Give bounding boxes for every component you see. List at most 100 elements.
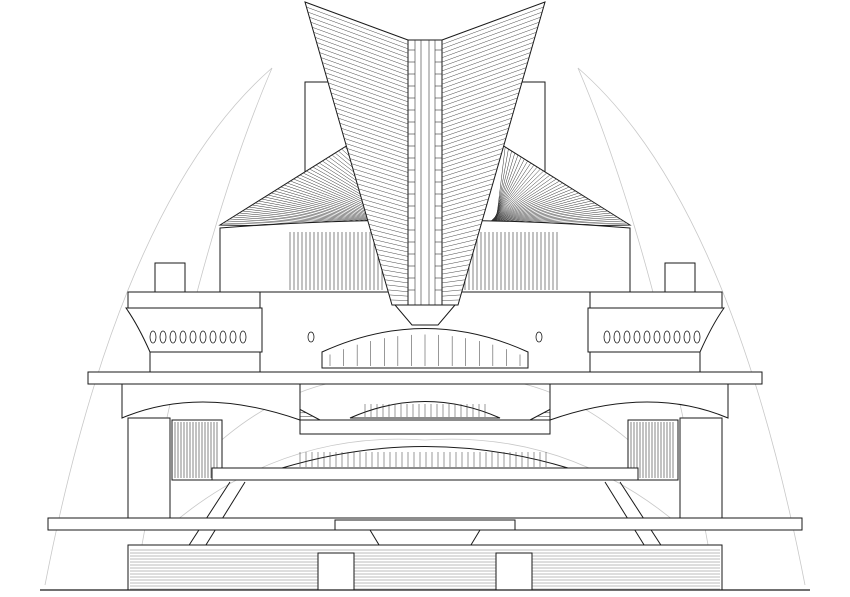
roof-hatch-line <box>495 147 505 228</box>
arch-upper-ribs <box>365 404 485 417</box>
spire-hatch-line <box>442 138 506 159</box>
spire-hatch-line <box>442 224 481 234</box>
oculus-left <box>308 332 314 342</box>
spire-hatch-line <box>442 123 510 146</box>
porthole-window <box>180 331 186 343</box>
plinth <box>128 545 722 590</box>
spire-hatch-line <box>312 27 408 62</box>
door-right <box>496 553 532 590</box>
middle-deck <box>212 420 638 480</box>
base-deck <box>48 518 802 590</box>
spire-hatch-line <box>321 58 408 89</box>
spire-mast-ribs <box>408 40 442 305</box>
spire-hatch-line <box>442 164 499 182</box>
spire-hatch-line <box>376 249 408 256</box>
lower-deck-slab <box>212 468 638 480</box>
spire-hatch-line <box>362 199 408 212</box>
spire-base-cap <box>395 305 455 325</box>
upper-deck-slab <box>88 372 762 384</box>
spire-hatch-line <box>442 78 523 107</box>
spire-hatch-line <box>337 113 408 137</box>
spire-hatch-line <box>363 204 408 217</box>
pavilion-base-left <box>150 352 260 374</box>
porthole-window <box>694 331 700 343</box>
porthole-window <box>200 331 206 343</box>
porthole-window <box>644 331 650 343</box>
spire-hatch-line <box>389 295 408 296</box>
spire-hatch-line <box>442 53 531 85</box>
spire-hatch-line <box>388 290 408 292</box>
spire-hatch-line <box>353 169 408 186</box>
porthole-window <box>684 331 690 343</box>
spire-hatch-line <box>372 234 408 243</box>
spire-hatch-line <box>442 143 504 163</box>
spire-hatch-line <box>356 179 408 195</box>
wing-walls <box>122 384 728 520</box>
spire-hatch-line <box>386 285 408 288</box>
pavilion-cap-right <box>590 292 722 308</box>
spire-hatch-line <box>442 108 515 133</box>
spire-hatch-line <box>442 189 491 204</box>
porthole-window <box>654 331 660 343</box>
spire-hatch-line <box>442 103 516 128</box>
spire-hatch-line <box>346 143 408 163</box>
bracket-left <box>122 384 300 420</box>
spire-hatch-line <box>442 17 541 53</box>
porthole-window <box>664 331 670 343</box>
spire-hatch-line <box>442 27 538 62</box>
spire-hatch-line <box>442 290 462 292</box>
spire-hatch-line <box>373 239 408 247</box>
spire-hatch-line <box>442 47 532 79</box>
spire-hatch-line <box>349 154 409 173</box>
porthole-window <box>210 331 216 343</box>
spire-hatch-line <box>442 280 465 283</box>
porthole-window <box>634 331 640 343</box>
spire-hatch-line <box>328 83 408 111</box>
porthole-window <box>230 331 236 343</box>
spire-hatch-line <box>442 244 475 252</box>
wing-wall-right <box>680 418 722 520</box>
spire-hatch-line <box>359 189 408 204</box>
spire-hatch-line <box>442 58 529 89</box>
spire-hatch-line <box>318 47 408 79</box>
arch-lower <box>282 447 568 469</box>
pavilion-base-right <box>590 352 700 374</box>
spire-hatch-line <box>382 270 408 274</box>
middle-deck-slab <box>300 420 550 434</box>
spire-hatch-line <box>442 199 488 212</box>
spire-hatch-line <box>442 295 461 296</box>
wing-wall-left <box>128 418 170 520</box>
spire-hatch-line <box>350 159 408 177</box>
spire-hatch-line <box>314 32 408 66</box>
spire-hatch-line <box>344 138 408 159</box>
spire-hatch-line <box>442 73 525 102</box>
spire-hatch-line <box>315 37 408 71</box>
spire-hatch-line <box>442 179 494 195</box>
spire-hatch-line <box>340 123 408 146</box>
spire-hatch-line <box>338 118 408 141</box>
spire-hatch-line <box>442 285 464 288</box>
guide-arc-right-low <box>425 439 685 530</box>
doorways <box>318 553 532 590</box>
arch-lower-ribs <box>300 452 546 467</box>
spire-hatch-line <box>442 260 471 266</box>
spire-hatch-line <box>379 260 408 266</box>
spire-hatch-line <box>442 63 528 93</box>
porthole-window <box>674 331 680 343</box>
porthole-window <box>604 331 610 343</box>
porthole-window <box>160 331 166 343</box>
guide-arc-left-low <box>165 439 425 530</box>
spire-hatch-line <box>324 68 408 98</box>
spire-hatch-line <box>322 63 408 93</box>
spire-hatch-line <box>383 275 408 279</box>
spire-hatch-line <box>331 93 408 120</box>
spire-hatch-line <box>442 22 539 57</box>
door-left <box>318 553 354 590</box>
oculus-right <box>536 332 542 342</box>
spire-hatch-line <box>391 300 408 301</box>
guide-arc-left-outer <box>45 68 272 585</box>
spire-hatch-line <box>320 53 409 85</box>
spire-hatch-line <box>343 133 408 155</box>
spire-hatch-line <box>442 300 459 301</box>
